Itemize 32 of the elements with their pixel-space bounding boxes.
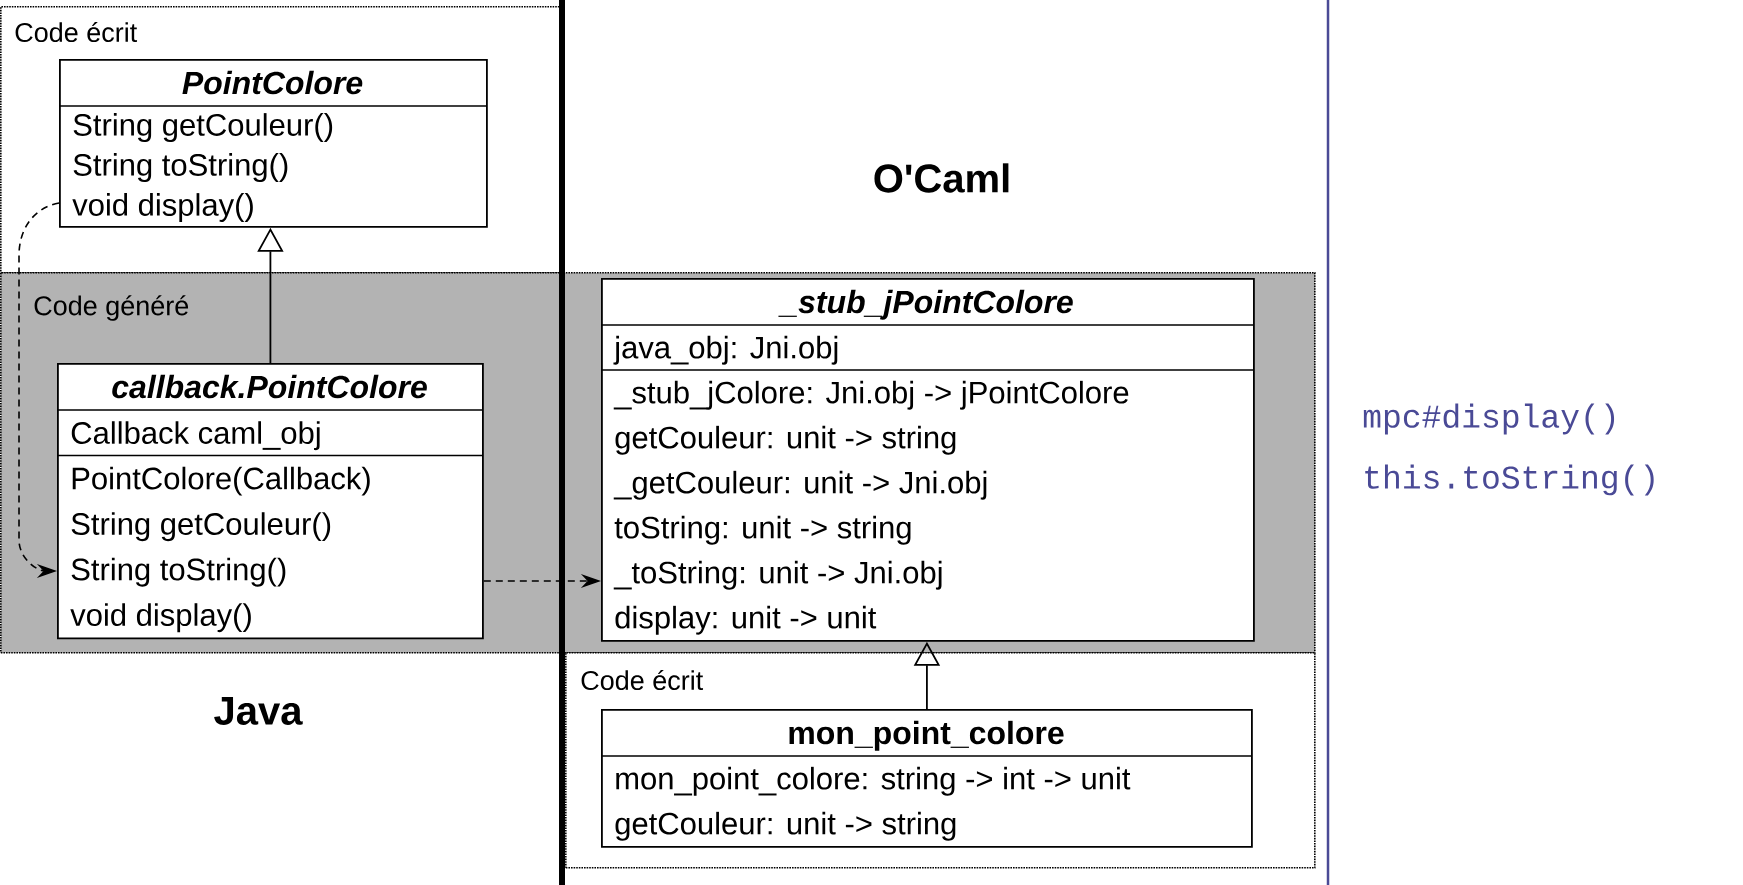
code-line: this.toString() bbox=[1365, 464, 1654, 496]
member-text: Callback caml_obj bbox=[71, 421, 320, 451]
region-label: Code écrit bbox=[581, 669, 703, 691]
class-box bbox=[56, 363, 484, 640]
region-label: Code écrit bbox=[15, 21, 137, 43]
class-name: callback.PointColore bbox=[112, 374, 427, 399]
language-heading: O'Caml bbox=[874, 163, 1009, 193]
member-text: String getCouleur() bbox=[71, 512, 331, 542]
member-text: void display() bbox=[70, 603, 251, 633]
member-text: getCouleur: unit -> string bbox=[615, 425, 956, 455]
class-name: _stub_jPointColore bbox=[778, 289, 1073, 320]
class-box bbox=[600, 709, 1253, 848]
member-text: getCouleur: unit -> string bbox=[615, 811, 956, 841]
class-name: mon_point_colore bbox=[789, 720, 1064, 751]
member-text: toString: unit -> string bbox=[614, 515, 911, 545]
language-heading: Java bbox=[214, 697, 303, 725]
member-text: String toString() bbox=[71, 557, 286, 587]
class-box bbox=[58, 59, 488, 228]
member-text: PointColore(Callback) bbox=[72, 466, 370, 496]
region-label: Code généré bbox=[34, 295, 189, 321]
member-text: java_obj: Jni.obj bbox=[613, 335, 838, 365]
member-text: String toString() bbox=[73, 153, 288, 183]
class-box bbox=[600, 278, 1255, 642]
class-name: PointColore bbox=[182, 70, 363, 95]
member-text: _stub_jColore: Jni.obj -> jPointColore bbox=[613, 380, 1129, 410]
member-text: mon_point_colore: string -> int -> unit bbox=[616, 766, 1131, 796]
member-text: String getCouleur() bbox=[73, 113, 333, 143]
member-text: display: unit -> unit bbox=[615, 605, 877, 635]
code-line: mpc#display() bbox=[1363, 403, 1615, 435]
member-text: void display() bbox=[72, 193, 253, 223]
member-text: _toString: unit -> Jni.obj bbox=[613, 560, 942, 590]
member-text: _getCouleur: unit -> Jni.obj bbox=[613, 470, 987, 500]
